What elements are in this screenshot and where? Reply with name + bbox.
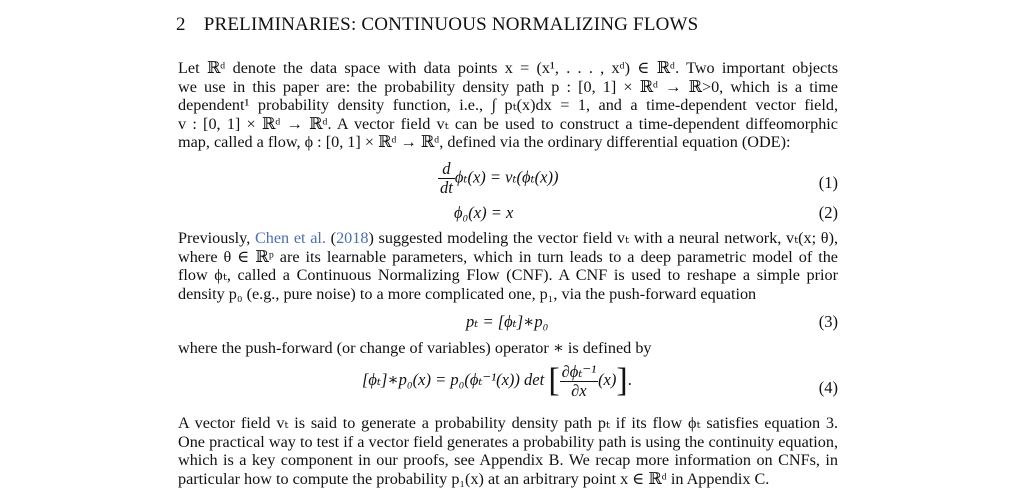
section-number: 2 bbox=[176, 14, 186, 35]
equation-2: ϕ₀(x) = x bbox=[454, 203, 514, 222]
paragraph-line: where θ ∈ ℝᵖ are its learnable parameter… bbox=[178, 247, 838, 266]
section-title-p5: N bbox=[486, 14, 506, 35]
paragraph-line: v : [0, 1] × ℝᵈ → ℝᵈ. A vector field vₜ … bbox=[178, 114, 838, 133]
section-title-p1: P bbox=[203, 14, 215, 35]
equation-1-rhs: ϕₜ(x) = vₜ(ϕₜ(x)) bbox=[454, 167, 559, 187]
right-bracket: ] bbox=[616, 362, 628, 399]
section-title-p8: LOWS bbox=[643, 14, 699, 35]
paragraph-line: flow ϕₜ, called a Continuous Normalizing… bbox=[178, 266, 838, 285]
equation-1-number: (1) bbox=[818, 173, 838, 192]
paragraph-line: which is a key component in our proofs, … bbox=[178, 451, 838, 470]
jacobian-fraction: ∂ϕₜ⁻¹∂x bbox=[559, 361, 599, 400]
paragraph-pushforward: where the push-forward (or change of var… bbox=[178, 339, 838, 358]
equation-3-number: (3) bbox=[818, 312, 838, 331]
paragraph-continuity: A vector field vₜ is said to generate a … bbox=[178, 414, 838, 488]
paragraph-line: One practical way to test if a vector fi… bbox=[178, 432, 838, 451]
equation-4-number: (4) bbox=[818, 378, 838, 397]
paragraph-line: we use in this paper are: the probabilit… bbox=[178, 77, 838, 96]
paragraph-line: Previously, Chen et al. (2018) suggested… bbox=[178, 229, 839, 247]
equation-2-number: (2) bbox=[818, 203, 838, 222]
citation-year-link[interactable]: 2018 bbox=[336, 229, 369, 247]
section-title-p6: ORMALIZING bbox=[505, 14, 629, 35]
section-title-p7: F bbox=[628, 14, 644, 35]
paragraph-line: dependent¹ probability density function,… bbox=[178, 96, 838, 115]
section-title-p4: ONTINUOUS bbox=[374, 14, 487, 35]
equation-4: [ϕₜ]∗p₀(x) = p₀(ϕₜ⁻¹(x)) det [∂ϕₜ⁻¹∂x(x)… bbox=[362, 361, 632, 400]
paragraph-line: density p₀ (e.g., pure noise) to a more … bbox=[178, 284, 757, 303]
paragraph-cnf: Previously, Chen et al. (2018) suggested… bbox=[178, 229, 838, 303]
paragraph-line: A vector field vₜ is said to generate a … bbox=[178, 414, 838, 432]
equation-4-lhs: [ϕₜ]∗p₀(x) = p₀(ϕₜ⁻¹(x)) det bbox=[362, 369, 545, 389]
left-bracket: [ bbox=[548, 362, 560, 399]
citation-link[interactable]: Chen et al. bbox=[254, 229, 326, 247]
paragraph-intro: Let ℝᵈ denote the data space with data p… bbox=[178, 59, 838, 152]
section-title-p3: : C bbox=[350, 14, 375, 35]
paragraph-line: where the push-forward (or change of var… bbox=[178, 339, 652, 357]
equation-3: pₜ = [ϕₜ]∗p₀ bbox=[466, 312, 549, 331]
paragraph-line: Let ℝᵈ denote the data space with data p… bbox=[178, 59, 838, 77]
paragraph-line: particular how to compute the probabilit… bbox=[178, 469, 770, 488]
paragraph-line: map, called a flow, ϕ : [0, 1] × ℝᵈ → ℝᵈ… bbox=[178, 133, 791, 152]
section-title-p2: RELIMINARIES bbox=[214, 14, 351, 35]
